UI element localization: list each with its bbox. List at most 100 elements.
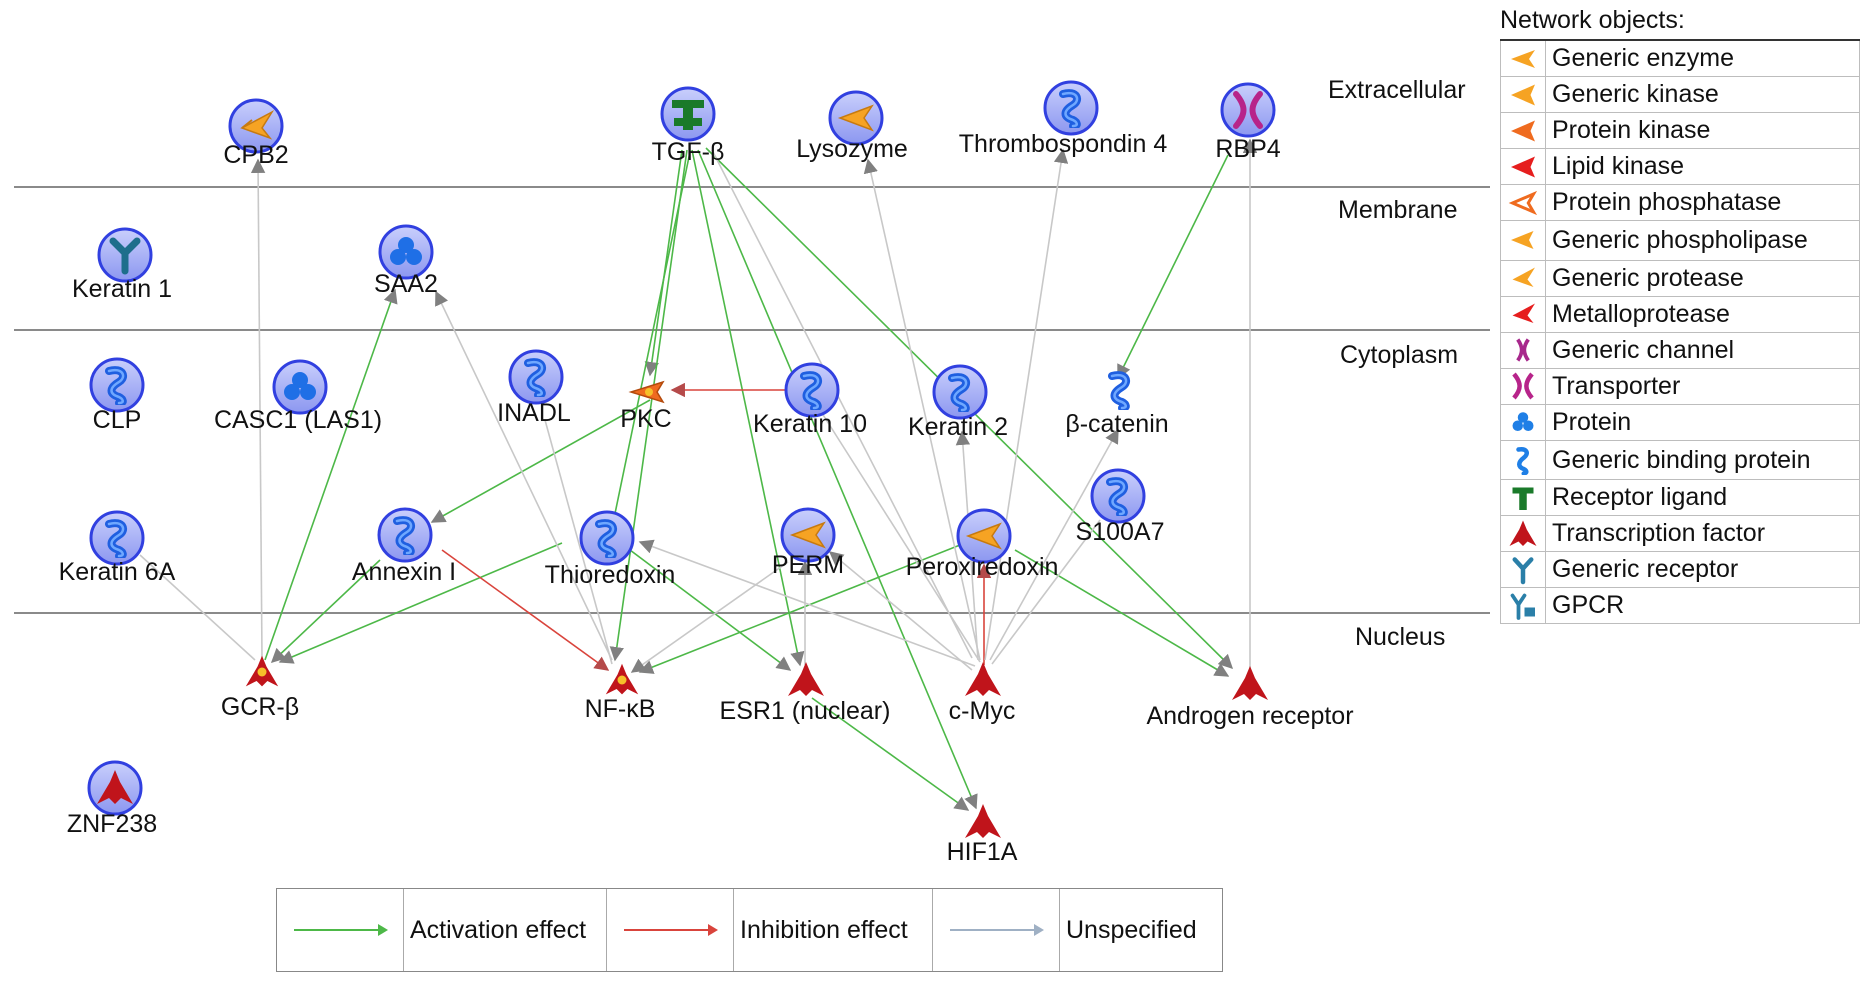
node-keratin10-label: Keratin 10 xyxy=(753,410,867,438)
node-peroxiredoxin[interactable]: Peroxiredoxin xyxy=(906,508,1059,581)
legend-label: Generic binding protein xyxy=(1545,439,1860,480)
node-nfkb[interactable]: NF-κB xyxy=(585,663,656,723)
receptor-ligand-icon xyxy=(1512,487,1534,510)
legend-row-protein-kinase: Protein kinase xyxy=(1500,112,1860,149)
compartment-extracellular: Extracellular xyxy=(1328,76,1466,104)
legend-row-metalloprotease: Metalloprotease xyxy=(1500,295,1860,333)
node-casc1[interactable]: CASC1 (LAS1) xyxy=(214,359,382,434)
node-thioredoxin-label: Thioredoxin xyxy=(545,561,676,589)
edge-peroxiredoxin-nfkb xyxy=(638,544,961,674)
node-gcrb[interactable]: GCR-β xyxy=(221,655,299,721)
legend-label: Metalloprotease xyxy=(1545,295,1860,333)
legend-row-protein: Protein xyxy=(1500,403,1860,441)
legend-label: Transcription factor xyxy=(1545,515,1860,552)
node-keratin1-label: Keratin 1 xyxy=(72,275,172,303)
edge-perm-nfkb xyxy=(630,561,789,673)
node-annexin1[interactable]: Annexin I xyxy=(352,507,456,586)
generic-channel-icon xyxy=(1516,338,1530,362)
edge-cmyc-thioredoxin xyxy=(638,539,976,667)
node-saa2[interactable]: SAA2 xyxy=(374,224,438,298)
legend-row-generic-binding-protein: Generic binding protein xyxy=(1500,439,1860,480)
legend-label: Receptor ligand xyxy=(1545,479,1860,516)
node-keratin6a[interactable]: Keratin 6A xyxy=(59,510,176,586)
unspecified-label: Unspecified xyxy=(1066,915,1197,944)
node-cpb2[interactable]: CPB2 xyxy=(223,98,289,169)
nodes: CPB2 TGF-β Lysozyme Thrombospondin 4 RBP… xyxy=(59,80,1354,866)
legend-row-generic-protease: Generic protease xyxy=(1500,259,1860,297)
node-s100a7-label: S100A7 xyxy=(1076,518,1165,546)
node-bcatenin[interactable]: β-catenin xyxy=(1065,375,1169,438)
edge-tgfb-esr1 xyxy=(691,149,805,667)
node-tgfb[interactable]: TGF-β xyxy=(652,86,725,166)
legend-label: Protein xyxy=(1545,403,1860,441)
network-objects-title: Network objects: xyxy=(1500,6,1685,34)
edge-cmyc-perm xyxy=(828,551,973,671)
legend-row-generic-channel: Generic channel xyxy=(1500,331,1860,369)
node-thioredoxin[interactable]: Thioredoxin xyxy=(545,510,676,589)
generic-enzyme-icon xyxy=(1511,49,1535,68)
node-inadl-label: INADL xyxy=(497,399,571,427)
legend-label: Generic kinase xyxy=(1545,76,1860,113)
node-annexin1-label: Annexin I xyxy=(352,558,456,586)
compartment-cytoplasm: Cytoplasm xyxy=(1340,341,1458,369)
edge-annexin1-gcrb xyxy=(270,559,381,663)
generic-kinase-icon xyxy=(1511,84,1535,105)
edge-rbp4-bcatenin xyxy=(1117,154,1229,380)
node-s100a7[interactable]: S100A7 xyxy=(1076,468,1165,546)
edge-esr1-hif1a xyxy=(811,697,970,811)
node-pkc[interactable]: PKC xyxy=(620,381,672,433)
compartment-separators xyxy=(14,186,1490,614)
compartment-membrane: Membrane xyxy=(1338,196,1458,224)
legend-label: Generic protease xyxy=(1545,259,1860,297)
node-nfkb-label: NF-κB xyxy=(585,695,656,723)
node-perm[interactable]: PERM xyxy=(772,507,844,579)
node-perm-label: PERM xyxy=(772,551,844,579)
activation-line-sample xyxy=(277,889,404,971)
node-esr1[interactable]: ESR1 (nuclear) xyxy=(720,662,891,725)
edge-tgfb-cmyc xyxy=(711,149,973,659)
network-objects-legend: Network objects: Generic enzyme Generic … xyxy=(1500,6,1870,624)
node-keratin1[interactable]: Keratin 1 xyxy=(72,227,172,303)
edge-legend: Activation effect Inhibition effect Unsp… xyxy=(276,888,1223,972)
protein-icon xyxy=(1512,412,1534,431)
node-thbs4[interactable]: Thrombospondin 4 xyxy=(959,80,1168,158)
legend-label: Generic channel xyxy=(1545,331,1860,369)
inhibition-line-sample xyxy=(607,889,734,971)
node-lysozyme[interactable]: Lysozyme xyxy=(796,90,908,163)
protein-kinase-icon xyxy=(1511,120,1535,141)
legend-label: Protein phosphatase xyxy=(1545,184,1860,221)
node-hif1a[interactable]: HIF1A xyxy=(947,804,1018,866)
node-keratin10[interactable]: Keratin 10 xyxy=(753,362,867,438)
generic-protease-icon xyxy=(1512,267,1535,287)
generic-binding-protein-icon xyxy=(1516,446,1529,475)
node-ar[interactable]: Androgen receptor xyxy=(1146,666,1354,730)
node-rbp4[interactable]: RBP4 xyxy=(1215,82,1281,163)
legend-label: Generic phospholipase xyxy=(1545,220,1860,261)
node-inadl[interactable]: INADL xyxy=(497,349,571,427)
legend-row-gpcr: GPCR xyxy=(1500,587,1860,624)
node-keratin2[interactable]: Keratin 2 xyxy=(908,364,1008,441)
edge-cmyc-lysozyme xyxy=(863,158,981,661)
node-cpb2-label: CPB2 xyxy=(223,141,288,169)
edge-tgfb-hif1a xyxy=(697,149,978,810)
node-cmyc-label: c-Myc xyxy=(949,697,1016,725)
lipid-kinase-icon xyxy=(1511,156,1535,177)
edge-peroxiredoxin-ar xyxy=(1014,549,1230,677)
legend-row-transporter: Transporter xyxy=(1500,367,1860,405)
edge-keratin6a-gcrb xyxy=(139,554,256,661)
legend-label: GPCR xyxy=(1545,587,1860,624)
inhibition-effect-label: Inhibition effect xyxy=(734,889,933,971)
edge-cmyc-bcatenin xyxy=(989,428,1119,661)
unspecified-line-sample xyxy=(933,889,1060,971)
legend-label: Lipid kinase xyxy=(1545,148,1860,185)
edge-nfkb-saa2 xyxy=(435,290,613,661)
legend-row-receptor-ligand: Receptor ligand xyxy=(1500,479,1860,516)
edge-pkc-annexin1 xyxy=(430,399,651,523)
node-znf238[interactable]: ZNF238 xyxy=(67,760,157,838)
node-clp[interactable]: CLP xyxy=(89,357,145,434)
node-cmyc[interactable]: c-Myc xyxy=(949,662,1016,725)
legend-row-generic-receptor: Generic receptor xyxy=(1500,551,1860,588)
legend-row-transcription-factor: Transcription factor xyxy=(1500,515,1860,552)
generic-receptor-icon xyxy=(1512,556,1534,584)
